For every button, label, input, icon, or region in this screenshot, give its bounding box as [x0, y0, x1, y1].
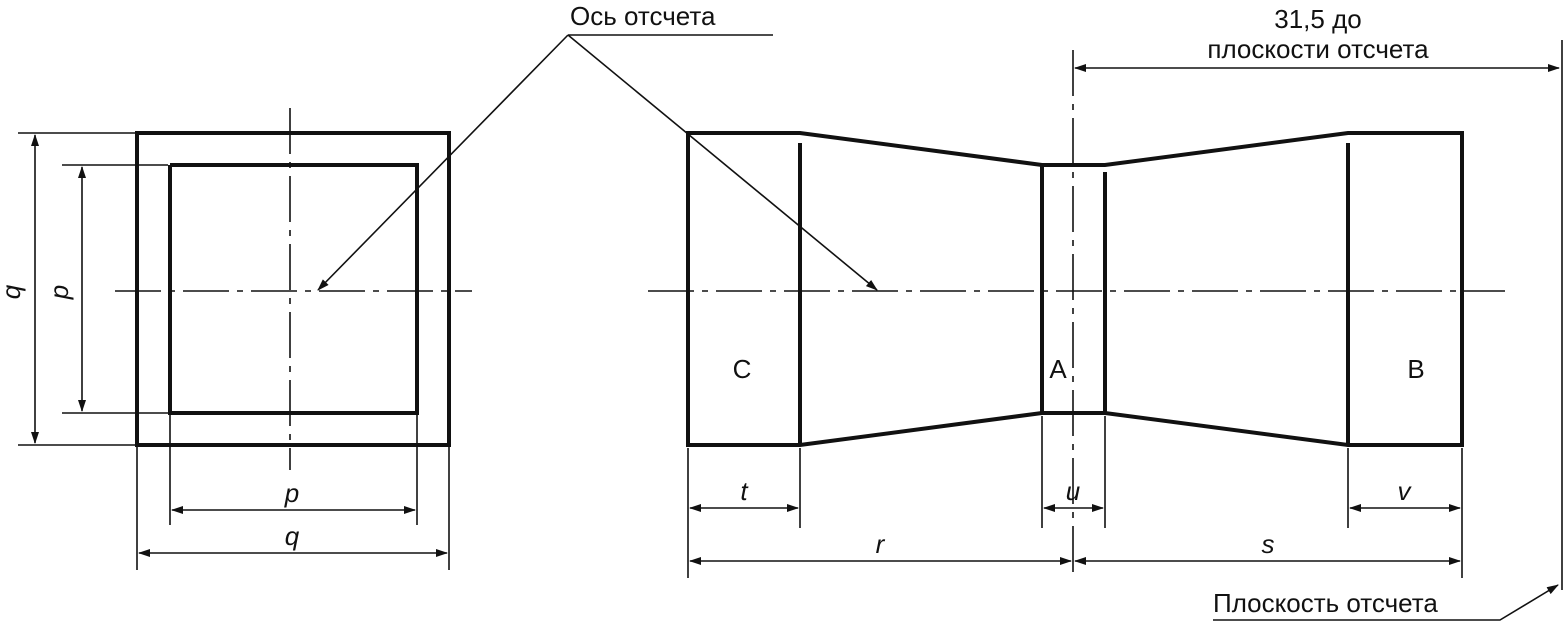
reference-plane-leader: [1213, 584, 1559, 621]
zone-c-label: C: [733, 354, 752, 384]
distance-label-line2: плоскости отсчета: [1207, 34, 1429, 64]
label-v: v: [1398, 476, 1413, 506]
reference-axis-leader-right: [567, 34, 878, 291]
reference-plane-distance: 31,5 до плоскости отсчета: [1074, 4, 1563, 590]
label-p-vertical: p: [44, 285, 74, 300]
label-r: r: [876, 529, 886, 559]
outer-square: [135, 131, 451, 447]
inner-square: [168, 163, 419, 415]
reference-axis-label: Ось отсчета: [570, 1, 716, 31]
end-view: q p p q: [0, 108, 472, 570]
side-profile-outline: [686, 131, 1464, 447]
label-p-horizontal: p: [284, 478, 299, 508]
label-q-horizontal: q: [285, 521, 300, 551]
label-t: t: [740, 476, 749, 506]
label-q-vertical: q: [0, 284, 26, 299]
reference-axis-callout: Ось отсчета: [317, 1, 878, 291]
reference-plane-label: Плоскость отсчета: [1213, 588, 1438, 618]
zone-b-label: B: [1407, 354, 1424, 384]
label-u: u: [1066, 476, 1080, 506]
reference-plane-callout: Плоскость отсчета: [1213, 584, 1559, 621]
zone-a-label: A: [1049, 354, 1067, 384]
label-s: s: [1262, 529, 1275, 559]
reference-axis-leader-left: [317, 34, 569, 291]
distance-label-line1: 31,5 до: [1274, 4, 1361, 34]
side-view: C A B t u v r s: [648, 50, 1505, 580]
